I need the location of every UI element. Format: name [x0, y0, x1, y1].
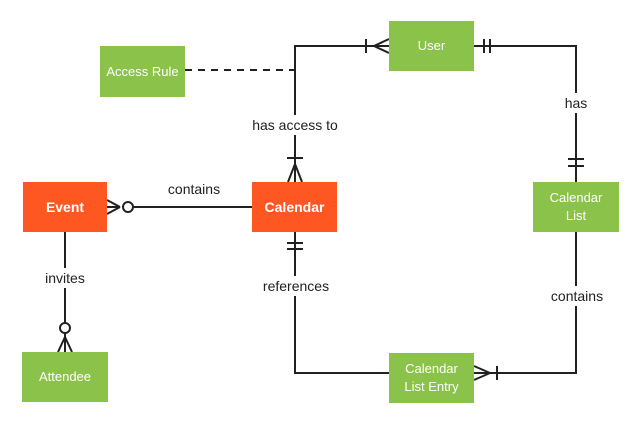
many-crow-foot-icon — [287, 163, 303, 183]
connector-contains-event-calendar — [106, 199, 252, 215]
connector-has-user-calendar-list — [474, 39, 584, 182]
entity-access-rule: Access Rule — [100, 46, 185, 97]
connector-has-access-to-calendar-user — [287, 38, 390, 183]
relationship-label-has-access-to: has access to — [247, 115, 343, 135]
relationship-label-invites: invites — [40, 268, 90, 288]
double-tick-icon — [483, 39, 491, 53]
many-crow-foot-icon — [106, 199, 121, 215]
entity-user: User — [389, 21, 474, 71]
optional-circle-icon — [59, 322, 71, 334]
entity-calendar: Calendar — [252, 182, 337, 232]
relationship-label-contains-event: contains — [162, 179, 226, 199]
optional-circle-icon — [122, 201, 134, 213]
many-crow-foot-icon — [373, 38, 390, 54]
entity-calendar-list: Calendar List — [533, 182, 619, 232]
many-crow-foot-icon — [473, 365, 491, 381]
many-crow-foot-icon — [57, 333, 73, 353]
relationship-label-contains-list: contains — [545, 286, 609, 306]
connector-references-calendar-entry — [287, 232, 389, 374]
relationship-label-references: references — [257, 276, 335, 296]
double-tick-icon — [568, 158, 584, 167]
connector-contains-calendar-list-entry — [473, 232, 577, 381]
connector-invites-event-attendee — [57, 232, 73, 353]
double-tick-icon — [287, 242, 303, 250]
entity-attendee: Attendee — [22, 352, 108, 402]
entity-calendar-list-entry: Calendar List Entry — [389, 353, 474, 403]
entity-event: Event — [23, 182, 107, 232]
relationship-label-has: has — [559, 93, 593, 113]
